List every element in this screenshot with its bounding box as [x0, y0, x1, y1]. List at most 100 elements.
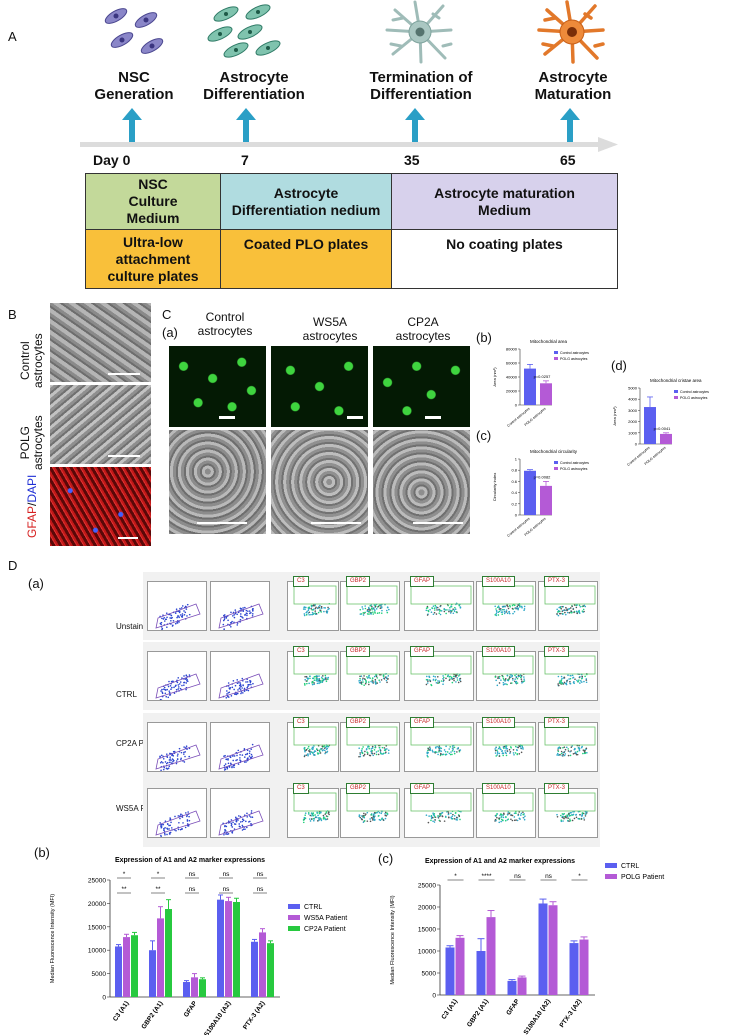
y-tick-label: 25000 — [418, 883, 436, 890]
marker-label: C3 — [293, 783, 309, 794]
panelB-stain-label: GFAP/DAPI — [25, 474, 39, 538]
chart-title: Mitochondrial cristae area — [650, 378, 702, 383]
legend-label: POLG astrocytes — [560, 357, 588, 361]
scale-bar — [425, 416, 441, 419]
significance-label: ns — [257, 871, 265, 878]
y-tick-label: 0 — [102, 995, 106, 1002]
scatter-dots — [544, 655, 596, 687]
x-tick-label: PTX-3 (A2) — [559, 998, 584, 1029]
gate-rect — [482, 726, 534, 746]
legend-swatch — [554, 461, 558, 464]
y-tick-label: 25000 — [88, 878, 106, 885]
scatter-dots — [218, 603, 264, 630]
table-media-maturation: Astrocyte maturation Medium — [391, 173, 618, 230]
bar — [233, 901, 240, 997]
marker-label: PTX-3 — [544, 646, 570, 657]
scatter-dots — [482, 792, 534, 824]
y-tick-label: 1000 — [628, 430, 638, 435]
bar — [267, 943, 274, 997]
scatter-dots — [544, 792, 596, 823]
scatter-dots — [346, 655, 398, 687]
panelC-sub-c: (c) — [476, 428, 492, 443]
x-tick-label: GBP2 (A1) — [140, 1000, 164, 1030]
marker-plot — [287, 651, 339, 701]
bar — [569, 943, 579, 995]
table-media-differentiation: Astrocyte Differentiation nedium — [220, 173, 392, 230]
scatter-dots — [482, 655, 534, 687]
astrocyte-orange-icon — [537, 0, 605, 64]
legend-swatch — [288, 915, 300, 920]
gate-polygon — [155, 744, 201, 770]
marker-label: GFAP — [410, 717, 435, 728]
gate-rect — [410, 655, 472, 675]
gate-rect — [293, 792, 337, 812]
gate-rect — [410, 585, 472, 605]
y-tick-label: 5000 — [628, 386, 638, 391]
scatter-dots — [293, 655, 337, 686]
stage-astrocyte-differentiation: Astrocyte Differentiation — [203, 69, 305, 103]
marker-label: GFAP — [410, 646, 435, 657]
marker-label: GBP2 — [346, 576, 371, 587]
bar — [486, 917, 496, 995]
y-axis-label: Area (nm²) — [612, 406, 617, 426]
legend-swatch — [554, 351, 558, 354]
up-arrows — [122, 108, 580, 142]
scale-bar — [311, 522, 361, 524]
gate-rect — [410, 726, 472, 746]
x-tick-label: S100A10 (A2) — [523, 998, 553, 1035]
gate-rect — [544, 726, 596, 746]
p-value-label: p=0.0041 — [654, 426, 672, 431]
significance-label: ns — [514, 873, 522, 880]
legend-swatch — [674, 390, 678, 393]
marker-plot — [476, 788, 536, 838]
scatter-dots — [346, 585, 398, 616]
panel-c-letter: C — [162, 307, 172, 322]
marker-label: C3 — [293, 576, 309, 587]
day-0-label: Day 0 — [93, 152, 131, 168]
x-tick-label: C3 (A1) — [440, 998, 459, 1021]
marker-label: C3 — [293, 646, 309, 657]
significance-label: * — [157, 871, 160, 878]
scatter-dots — [218, 743, 264, 771]
p-value-label: p=0.0257 — [534, 374, 552, 379]
bar — [259, 932, 266, 997]
legend-swatch — [605, 874, 617, 879]
mito-fluorescence-cp2a — [373, 346, 470, 427]
marker-label: PTX-3 — [544, 717, 570, 728]
scale-bar — [118, 537, 138, 539]
marker-label: PTX-3 — [544, 783, 570, 794]
gate-rect — [293, 585, 337, 605]
mito-fluorescence-control — [169, 346, 266, 427]
bar — [115, 946, 122, 997]
panelC-sub-a: (a) — [162, 325, 178, 340]
marker-label: GBP2 — [346, 783, 371, 794]
scatter-dots — [293, 726, 337, 758]
bar — [251, 941, 258, 997]
y-tick-label: 0.2 — [511, 501, 517, 506]
legend-swatch — [605, 863, 617, 868]
panelD-sub-a: (a) — [28, 576, 44, 591]
panelB-row-polg: POLG astrocytes — [18, 415, 45, 470]
x-tick-label: C3 (A1) — [112, 1000, 131, 1023]
bar — [165, 909, 172, 997]
significance-label: * — [454, 873, 457, 880]
y-tick-label: 15000 — [88, 924, 106, 931]
panelD-sub-c: (c) — [378, 851, 394, 866]
scatter-dots — [544, 726, 596, 757]
scatter-dots — [410, 585, 472, 616]
gate-polygon — [155, 810, 201, 836]
astrocyte-gray-icon — [385, 0, 453, 64]
day-65-label: 65 — [560, 152, 576, 168]
marker-label: GFAP — [410, 576, 435, 587]
scatter-dots — [544, 585, 596, 617]
gate-rect — [544, 655, 596, 675]
scale-bar — [108, 455, 140, 457]
y-tick-label: 10000 — [88, 948, 106, 955]
marker-label: GBP2 — [346, 646, 371, 657]
panel-d-letter: D — [8, 558, 18, 573]
significance-label: ns — [545, 873, 553, 880]
gating-plot — [147, 722, 207, 772]
bar — [644, 407, 656, 444]
marker-plot — [287, 722, 339, 772]
gate-polygon — [218, 603, 264, 629]
